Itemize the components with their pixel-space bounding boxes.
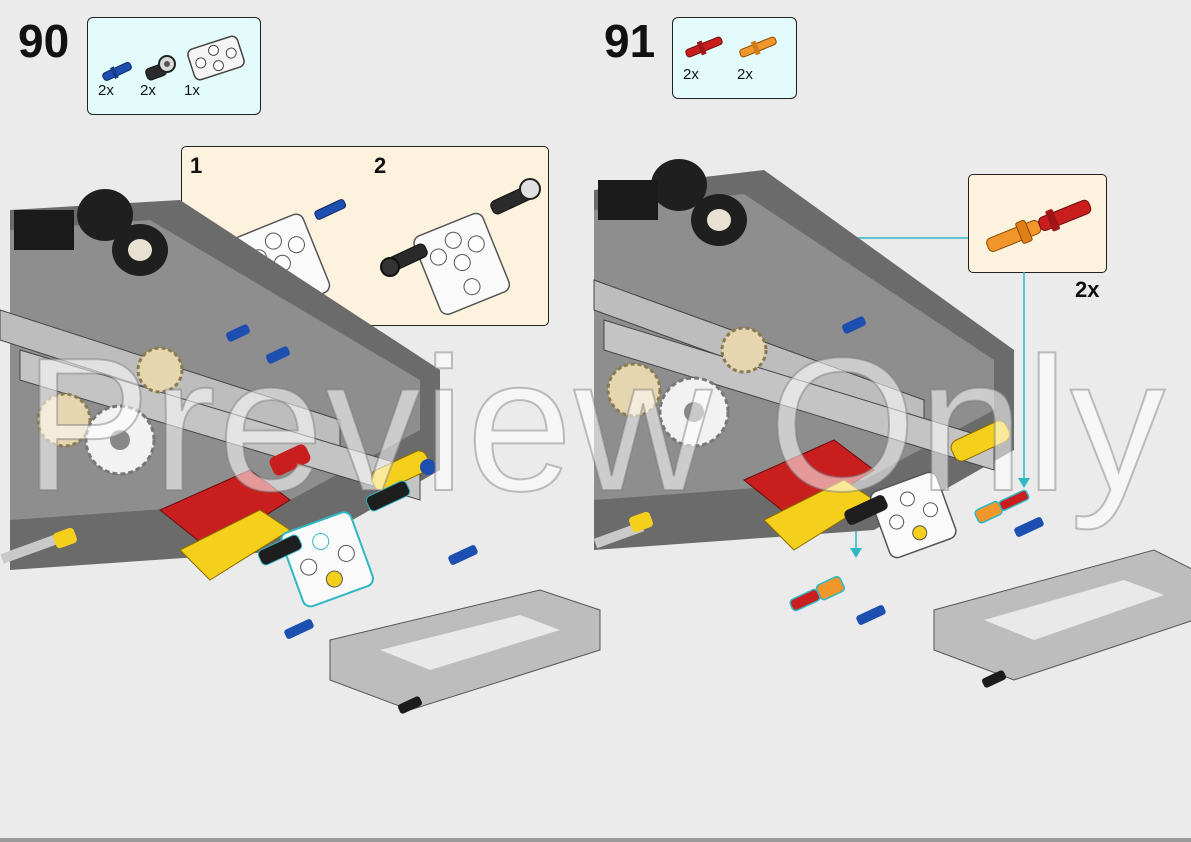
substep-label: 2 [374, 153, 387, 178]
blue-axle-pin-icon [102, 61, 132, 81]
part-qty: 2x [683, 66, 699, 83]
callout-quantity: 2x [1075, 277, 1100, 302]
step-number-91: 91 [604, 15, 656, 67]
red-axle-pin-icon [685, 36, 723, 58]
part-qty: 2x [98, 82, 114, 99]
black-axle-connector-icon [145, 55, 176, 81]
orange-red-pin-illustration [986, 199, 1092, 252]
substep-2-illustration [380, 178, 541, 316]
step-90-assembly-illustration [0, 189, 601, 714]
parts-list-step-90: 2x 2x 1x [87, 17, 261, 115]
step-91-assembly-illustration [593, 159, 1191, 688]
part-qty: 2x [737, 66, 753, 83]
substep-label: 1 [190, 153, 203, 178]
step-number-90: 90 [18, 15, 70, 67]
parts-list-step-91: 2x 2x [672, 17, 797, 99]
orange-axle-pin-icon [739, 36, 777, 58]
bottom-rule [0, 838, 1191, 842]
part-callout-step-91 [968, 174, 1107, 273]
part-qty: 1x [184, 82, 200, 99]
white-connector-block-icon [187, 35, 245, 81]
part-qty: 2x [140, 82, 156, 99]
